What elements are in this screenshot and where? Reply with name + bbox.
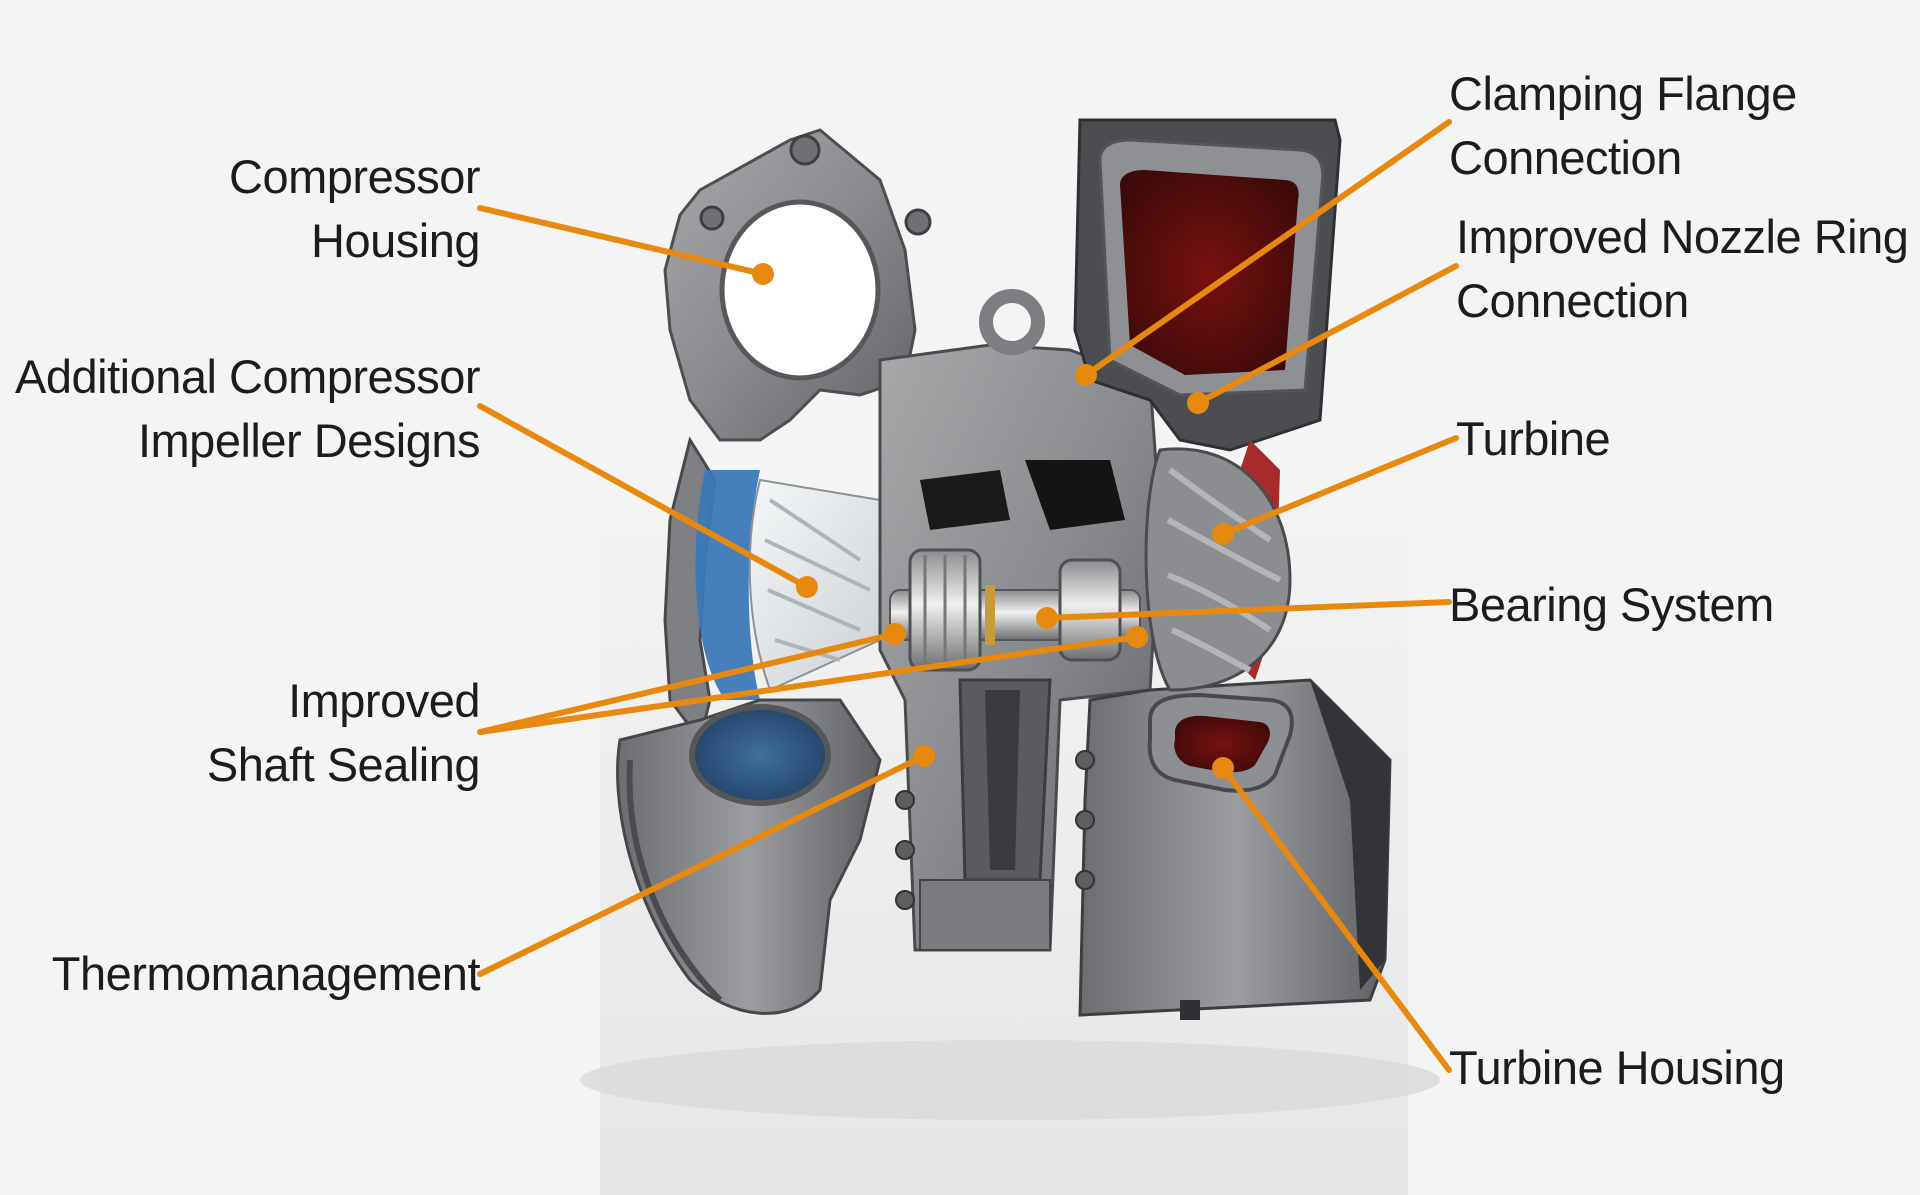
label-turbine: Turbine bbox=[1456, 412, 1611, 465]
leader-additional-impeller-line bbox=[477, 403, 810, 590]
compressor-impeller-icon bbox=[748, 478, 902, 692]
leader-bearing-system-line bbox=[1044, 599, 1452, 621]
leader-clamping-flange-dot bbox=[1075, 364, 1097, 386]
leader-bearing-system bbox=[1036, 599, 1452, 629]
label-bearing-system: Bearing System bbox=[1449, 578, 1774, 631]
leader-nozzle-ring-dot bbox=[1187, 392, 1209, 414]
leader-shaft-sealing-a-line bbox=[477, 631, 898, 735]
turbine-wheel-icon bbox=[1144, 447, 1292, 692]
label-additional-compressor-impeller: Additional Compressor Impeller Designs bbox=[15, 350, 480, 467]
leader-shaft-sealing-b-dot bbox=[1126, 626, 1148, 648]
leader-additional-impeller bbox=[477, 403, 818, 598]
bearing-housing bbox=[878, 289, 1162, 952]
leader-shaft-sealing-b-line bbox=[477, 634, 1140, 735]
leader-nozzle-ring-line bbox=[1195, 263, 1459, 406]
label-clamping-flange-connection: Clamping Flange Connection bbox=[1449, 67, 1797, 184]
leader-compressor-housing bbox=[477, 205, 774, 285]
compressor-housing-icon bbox=[616, 128, 932, 1015]
leader-compressor-housing-dot bbox=[752, 263, 774, 285]
leader-turbine-line bbox=[1220, 435, 1459, 537]
label-thermomanagement: Thermomanagement bbox=[51, 947, 481, 1000]
leader-turbine-dot bbox=[1212, 523, 1234, 545]
label-improved-nozzle-ring-connection: Improved Nozzle Ring Connection bbox=[1456, 210, 1909, 327]
leader-thermomanagement-dot bbox=[913, 745, 935, 767]
bolt-icons bbox=[895, 750, 1095, 910]
label-improved-shaft-sealing: Improved Shaft Sealing bbox=[206, 674, 481, 791]
leader-turbine-housing-line bbox=[1220, 765, 1452, 1073]
leader-additional-impeller-dot bbox=[796, 576, 818, 598]
label-turbine-housing: Turbine Housing bbox=[1449, 1041, 1785, 1094]
leader-turbine-housing-dot bbox=[1212, 757, 1234, 779]
leader-clamping-flange bbox=[1075, 119, 1452, 386]
bearing-shaft-icon bbox=[889, 548, 1141, 672]
leader-shaft-sealing-a bbox=[477, 623, 906, 735]
ground-shadow bbox=[580, 1040, 1440, 1120]
leader-nozzle-ring bbox=[1187, 263, 1459, 414]
leader-compressor-housing-line bbox=[477, 205, 766, 277]
label-compressor-housing: Compressor Housing bbox=[229, 150, 480, 267]
leader-thermomanagement-line bbox=[477, 753, 927, 977]
leader-bearing-system-dot bbox=[1036, 607, 1058, 629]
leader-turbine bbox=[1212, 435, 1459, 545]
leader-turbine-housing bbox=[1212, 757, 1452, 1073]
leader-shaft-sealing-b bbox=[477, 626, 1148, 735]
leader-clamping-flange-line bbox=[1083, 119, 1452, 378]
leader-shaft-sealing-a-dot bbox=[884, 623, 906, 645]
leader-thermomanagement bbox=[477, 745, 935, 977]
